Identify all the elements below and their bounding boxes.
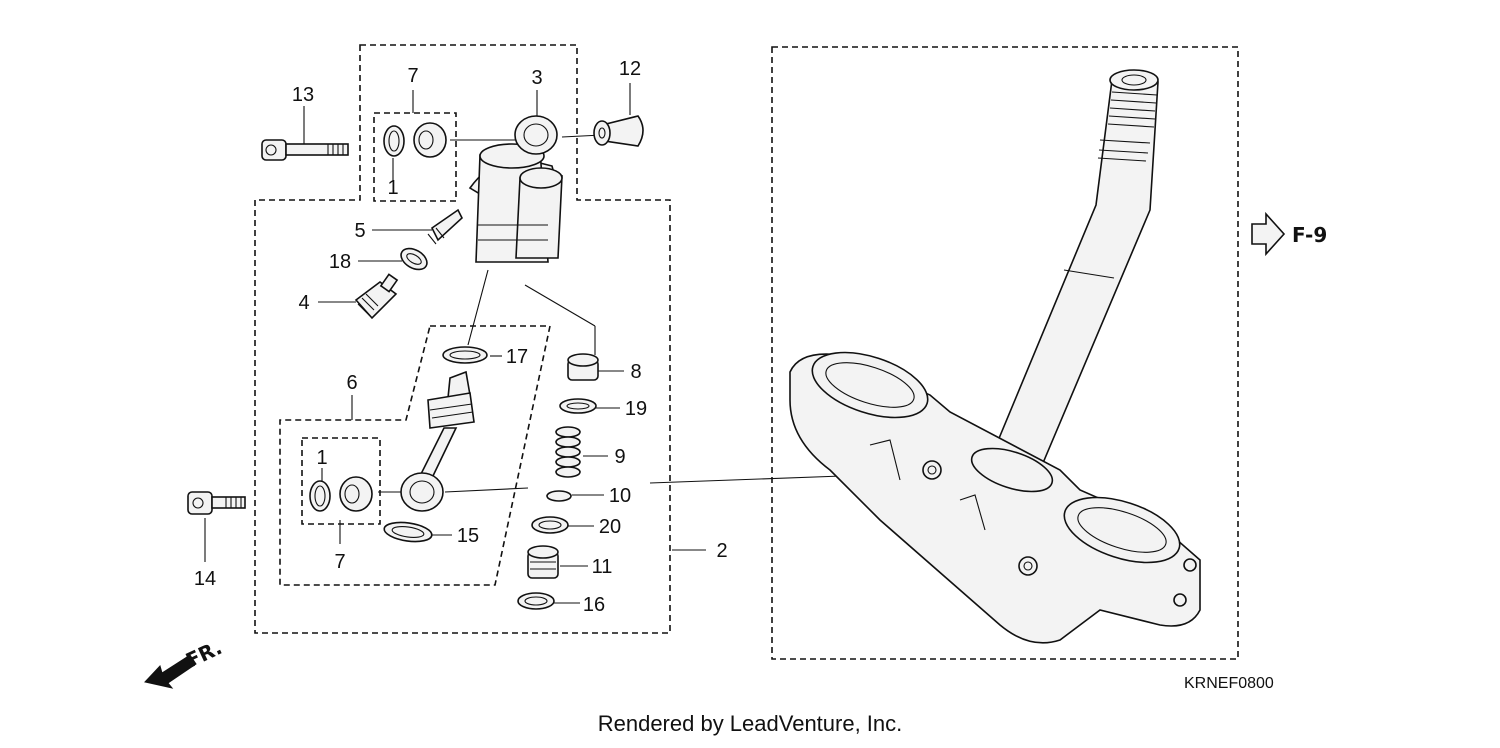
callout-2: 2 [716,540,727,562]
callout-5: 5 [354,220,365,242]
callout-18: 18 [329,251,351,273]
callout-15: 15 [457,525,479,547]
o-ring-20 [531,516,569,534]
steering-stem-triple-clamp [789,69,1201,644]
callout-10: 10 [609,485,631,507]
reference-arrow-f9: F-9 [1251,211,1327,257]
spring-9 [555,426,581,478]
callout-19: 19 [625,398,647,420]
callout-4: 4 [298,292,309,314]
callout-16: 16 [583,594,605,616]
leader-lines [204,83,843,604]
callout-20: 20 [599,516,621,538]
callout-3: 3 [531,67,542,89]
steering-stem-outline [771,46,1239,660]
callout-14: 14 [194,568,216,590]
subassembly-6-outline [279,325,551,586]
o-ring-18 [400,247,428,271]
reference-label: F-9 [1292,223,1327,247]
callout-11: 11 [592,556,613,578]
assembly-2-outline [254,44,671,634]
callout-12: 12 [619,58,641,80]
callout-1-upper: 1 [387,177,398,199]
o-ring-19 [559,398,597,414]
cap-8 [567,353,599,381]
callout-13: 13 [292,84,314,106]
bolt-14 [187,491,246,515]
front-direction-arrow: FR. [144,635,226,689]
o-ring-16 [517,592,555,610]
bolt-13 [261,139,349,161]
damper-housing-3 [468,115,563,263]
callout-7-lower: 7 [334,551,345,573]
cap-12 [593,115,644,147]
callout-1-lower: 1 [316,447,327,469]
damper-shaft-6 [400,370,475,512]
bearing-set-7-lower [309,476,373,512]
callout-labels: 7 1 3 12 13 5 18 4 17 8 6 19 9 1 10 20 1… [194,58,728,616]
callout-8: 8 [630,361,641,383]
callout-17: 17 [506,346,528,368]
o-ring-17 [442,346,488,364]
adjuster-4 [354,273,399,320]
callout-9: 9 [614,446,625,468]
callout-6: 6 [346,372,357,394]
front-label: FR. [182,635,226,672]
plug-11 [527,545,559,579]
washer-10 [546,490,572,502]
bearing-set-7-upper [383,122,447,158]
o-ring-15 [383,521,433,543]
subassembly-7-upper-outline [373,112,457,202]
valve-5 [427,208,463,245]
diagram-code: KRNEF0800 [1184,675,1274,692]
credit-line: Rendered by LeadVenture, Inc. [598,711,903,736]
subassembly-7-lower-outline [301,437,381,525]
callout-7-upper: 7 [407,65,418,87]
